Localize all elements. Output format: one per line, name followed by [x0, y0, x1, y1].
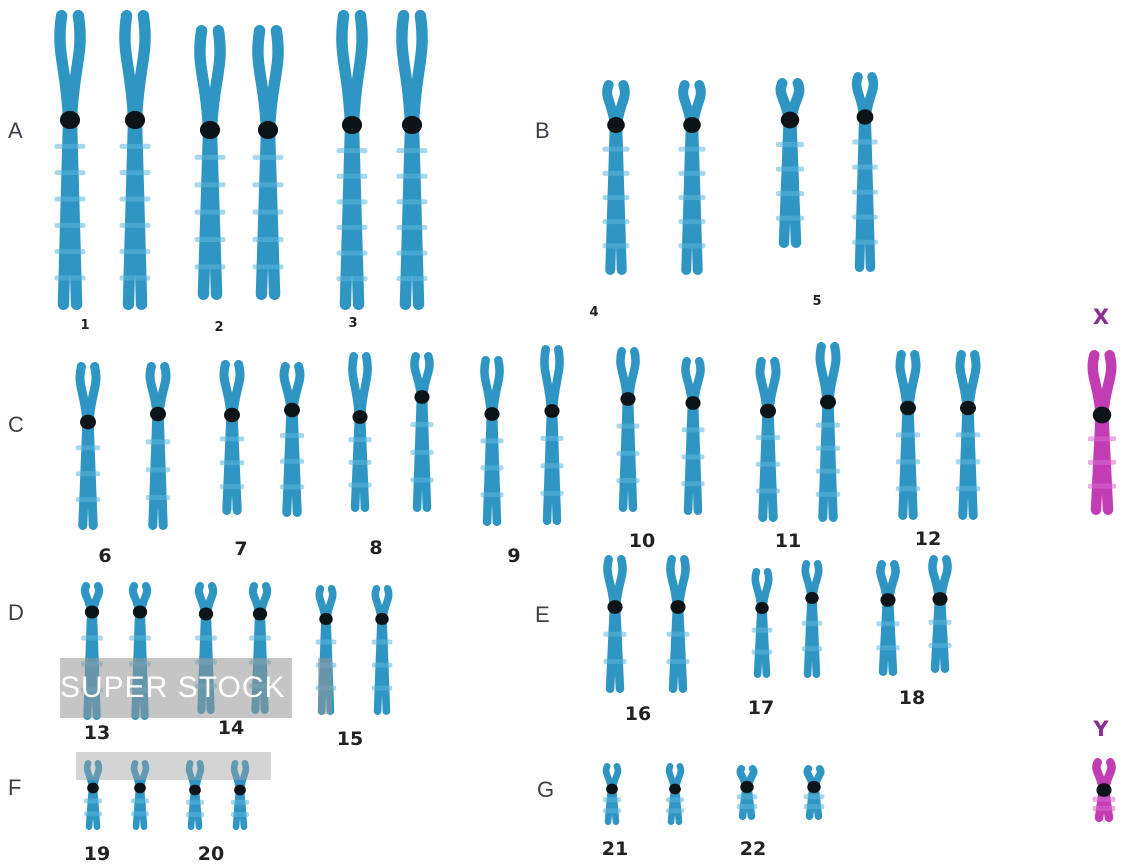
chromosome-11: [756, 362, 780, 518]
pair-number-20: 20: [198, 843, 224, 865]
chromosome-22: [804, 769, 825, 816]
pair-number-17: 17: [748, 697, 774, 719]
pair-number-16: 16: [625, 703, 651, 725]
chromosome-10: [681, 361, 704, 510]
pair-number-12: 12: [915, 528, 941, 550]
pair-number-11: 11: [775, 530, 801, 552]
chromosome-18: [928, 559, 951, 668]
chromosome-7: [280, 367, 304, 513]
chromosome-3: [337, 16, 368, 305]
chromosome-3: [397, 16, 428, 305]
chromosome-17: [752, 572, 773, 674]
chromosome-4: [603, 85, 630, 270]
chromosome-2: [195, 31, 226, 295]
chromosome-17: [802, 564, 823, 674]
pair-number-2: 2: [214, 320, 223, 335]
group-label-d: D: [8, 600, 24, 626]
pair-number-21: 21: [602, 838, 628, 860]
chromosome-1: [55, 16, 86, 305]
pair-number-10: 10: [629, 530, 655, 552]
chromosome-22: [737, 769, 758, 816]
sex-label-x: X: [1093, 305, 1109, 329]
chromosome-10: [616, 351, 639, 507]
pair-number-4: 4: [589, 305, 598, 320]
chromosome-1: [120, 16, 151, 305]
chromosome-15: [372, 589, 393, 711]
chromosome-5: [852, 77, 878, 268]
chromosome-9: [540, 349, 563, 520]
chromosome-18: [876, 564, 899, 671]
watermark-band: [76, 752, 271, 780]
chromosome-12: [896, 355, 920, 516]
chromosome-8: [348, 356, 371, 507]
chromosome-8: [410, 356, 433, 507]
group-label-a: A: [8, 118, 23, 144]
chromosome-16: [603, 559, 626, 688]
group-label-f: F: [8, 775, 21, 801]
pair-number-5: 5: [812, 294, 821, 309]
chromosome-2: [253, 31, 284, 295]
chromosome-21: [603, 766, 621, 821]
pair-number-13: 13: [84, 722, 110, 744]
pair-number-14: 14: [218, 717, 244, 739]
group-label-g: G: [537, 777, 554, 803]
pair-number-3: 3: [348, 316, 357, 331]
group-label-c: C: [8, 412, 24, 438]
watermark: SUPER STOCK: [60, 658, 292, 718]
chromosome-21: [666, 766, 684, 821]
chromosome-y: [1092, 762, 1115, 817]
chromosome-6: [146, 367, 170, 526]
watermark-text: SUPER STOCK: [60, 671, 286, 704]
chromosome-7: [220, 365, 244, 511]
chromosome-4: [679, 85, 706, 270]
pair-number-15: 15: [337, 728, 363, 750]
pair-number-7: 7: [234, 538, 247, 560]
pair-number-19: 19: [84, 843, 110, 865]
pair-number-9: 9: [507, 545, 520, 567]
group-label-b: B: [535, 118, 550, 144]
group-label-e: E: [535, 602, 550, 628]
chromosome-5: [776, 83, 804, 243]
pair-number-18: 18: [899, 687, 925, 709]
pair-number-22: 22: [740, 838, 766, 860]
chromosome-x: [1088, 355, 1116, 510]
pair-number-6: 6: [98, 545, 111, 567]
chromosome-11: [816, 347, 840, 518]
watermark-fragment: [318, 658, 332, 714]
chromosome-16: [666, 559, 689, 688]
pair-number-8: 8: [369, 537, 382, 559]
chromosome-6: [76, 367, 100, 526]
sex-label-y: Y: [1093, 717, 1108, 741]
chromosome-12: [956, 355, 980, 516]
chromosome-9: [480, 360, 503, 521]
pair-number-1: 1: [80, 318, 89, 333]
